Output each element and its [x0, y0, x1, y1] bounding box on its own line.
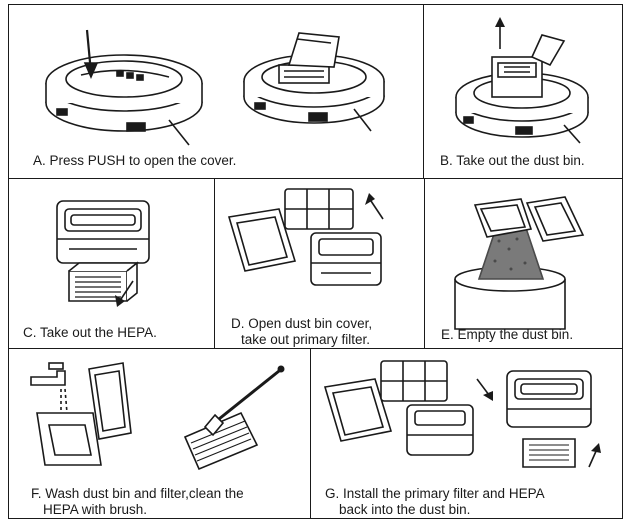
caption-e: E. Empty the dust bin. [441, 327, 574, 342]
caption-f-line-2: HEPA with brush. [43, 502, 148, 517]
caption-f-line-1: F. Wash dust bin and filter,clean the [31, 486, 244, 501]
open-bin-cover-illustration [227, 188, 384, 286]
empty-dust-bin-illustration [454, 196, 585, 330]
reinstall-filters-illustration [323, 360, 601, 468]
panel-e: E. Empty the dust bin. [424, 178, 623, 350]
panel-c: C. Take out the HEPA. [8, 178, 216, 350]
panel-a: A. Press PUSH to open the cover. [8, 4, 425, 180]
panel-d: D. Open dust bin cover, take out primary… [214, 178, 426, 350]
caption-d-line-1: D. Open dust bin cover, [231, 316, 373, 331]
panel-b: B. Take out the dust bin. [423, 4, 623, 180]
remove-dust-bin-illustration [455, 17, 589, 144]
remove-hepa-illustration [56, 200, 150, 307]
caption-a: A. Press PUSH to open the cover. [33, 153, 237, 168]
caption-b: B. Take out the dust bin. [440, 153, 585, 168]
panel-f: F. Wash dust bin and filter,clean the HE… [8, 348, 312, 519]
caption-c: C. Take out the HEPA. [23, 325, 157, 340]
caption-d-line-2: take out primary filter. [241, 332, 371, 347]
panel-g: G. Install the primary filter and HEPA b… [310, 348, 623, 519]
caption-g-line-1: G. Install the primary filter and HEPA [325, 486, 545, 501]
robot-vacuum-press-push-illustration [45, 29, 385, 146]
wash-and-brush-illustration [30, 362, 285, 471]
caption-g-line-2: back into the dust bin. [339, 502, 471, 517]
